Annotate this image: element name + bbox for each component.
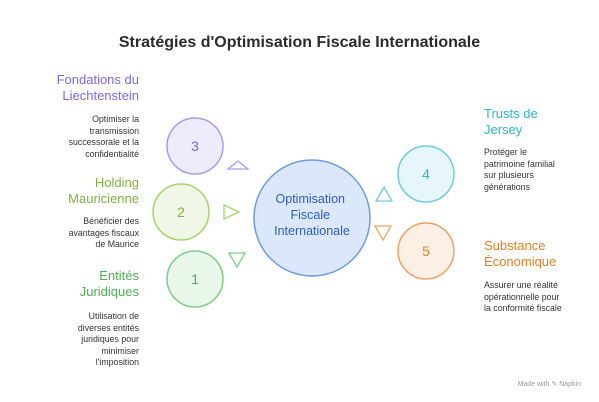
node-description-2: Bénéficier des avantages fiscaux de Maur…	[68, 216, 139, 249]
node-description-3: Optimiser la transmission successorale e…	[68, 114, 139, 159]
node-description-5: Assurer une réalité opérationnelle pour …	[484, 280, 562, 313]
footer-credit: Made with ✎ Napkin	[517, 381, 581, 388]
node-label-3: Fondations du Liechtenstein	[56, 72, 139, 103]
node-label-1: Entités Juridiques	[79, 268, 139, 299]
arrow-up-icon	[226, 160, 250, 170]
node-number-5: 5	[422, 243, 430, 259]
node-label-5: Substance Économique	[484, 238, 557, 269]
page-title: Stratégies d'Optimisation Fiscale Intern…	[118, 34, 481, 51]
arrow-down-icon	[373, 225, 393, 242]
node-number-4: 4	[422, 166, 430, 182]
node-circle-2	[152, 183, 210, 241]
node-description-4: Protéger le patrimoine familial sur plus…	[484, 147, 555, 192]
node-description-1: Utilisation de diverses entités juridiqu…	[77, 311, 139, 367]
node-number-2: 2	[177, 204, 185, 220]
arrow-right-icon	[223, 203, 241, 221]
node-circle-5	[397, 222, 455, 280]
node-circle-4	[397, 145, 455, 203]
arrow-up-icon	[374, 185, 394, 202]
node-circle-3	[166, 117, 224, 175]
node-number-3: 3	[191, 138, 199, 154]
center-circle	[253, 159, 371, 277]
node-number-1: 1	[191, 271, 199, 287]
arrow-down-icon	[227, 252, 247, 269]
node-label-2: Holding Mauricienne	[68, 175, 139, 206]
node-label-4: Trusts de Jersey	[484, 106, 538, 137]
center-label: Optimisation Fiscale Internationale	[274, 192, 350, 238]
node-circle-1	[166, 250, 224, 308]
